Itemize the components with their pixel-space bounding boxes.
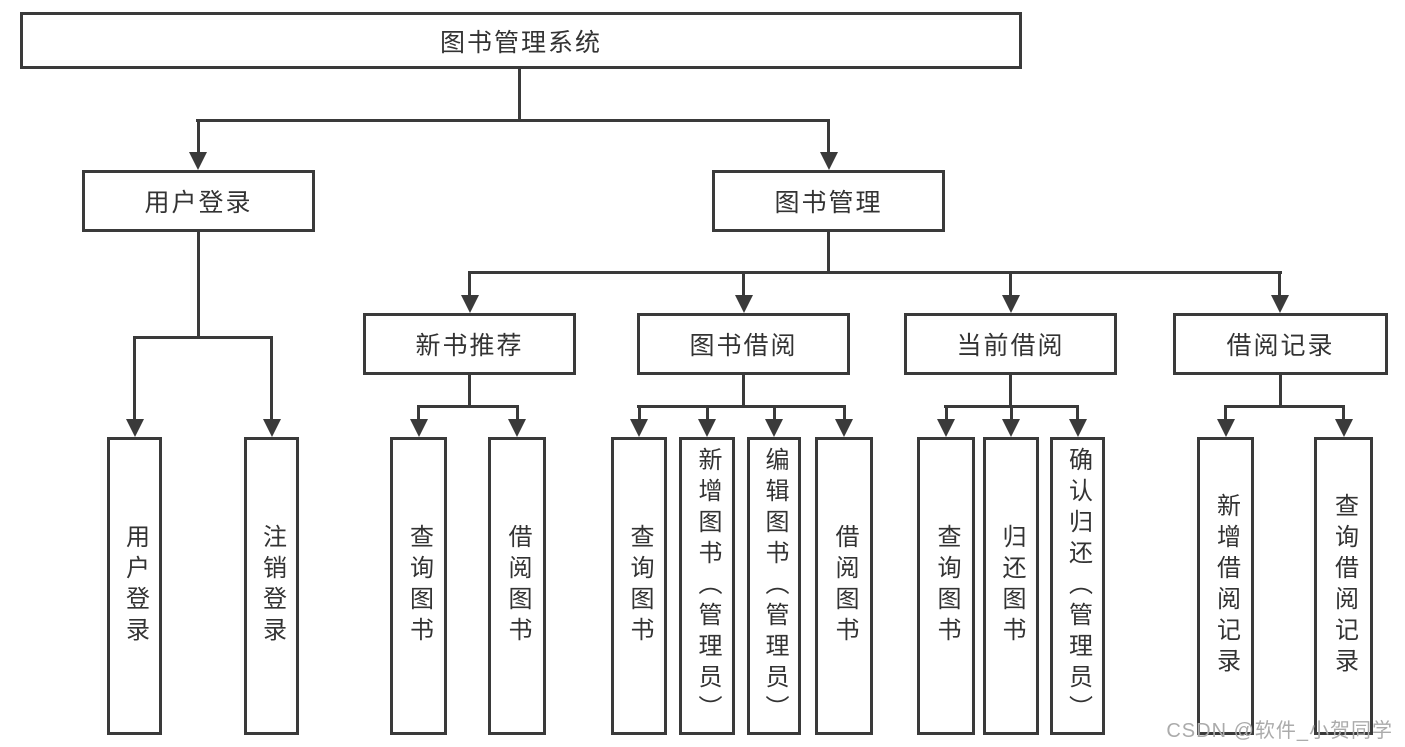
connector [1009, 375, 1012, 408]
connector [197, 232, 200, 339]
arrow-down-icon [835, 419, 853, 437]
connector [417, 405, 420, 421]
leaf-query-borrow-record: 查询借阅记录 [1314, 437, 1373, 735]
connector [518, 69, 521, 121]
arrow-down-icon [461, 295, 479, 313]
connector [516, 405, 519, 421]
node-book-borrow: 图书借阅 [637, 313, 850, 375]
leaf-user-login: 用户登录 [107, 437, 162, 735]
connector [843, 405, 846, 421]
connector [197, 120, 200, 154]
connector [468, 375, 471, 408]
connector [133, 336, 273, 339]
leaf-borrow-books-borrow: 借阅图书 [815, 437, 873, 735]
connector [827, 120, 830, 154]
arrow-down-icon [508, 419, 526, 437]
arrow-down-icon [1271, 295, 1289, 313]
node-book-management: 图书管理 [712, 170, 945, 232]
leaf-query-books-recommend: 查询图书 [390, 437, 447, 735]
leaf-add-borrow-record: 新增借阅记录 [1197, 437, 1254, 735]
arrow-down-icon [820, 152, 838, 170]
arrow-down-icon [1002, 295, 1020, 313]
leaf-logout: 注销登录 [244, 437, 299, 735]
leaf-borrow-books-recommend: 借阅图书 [488, 437, 546, 735]
watermark: CSDN @软件_小贺同学 [1166, 720, 1393, 742]
connector [706, 405, 709, 421]
arrow-down-icon [410, 419, 428, 437]
connector [270, 337, 273, 421]
arrow-down-icon [126, 419, 144, 437]
node-user-login: 用户登录 [82, 170, 315, 232]
connector [1009, 272, 1012, 296]
connector [638, 405, 641, 421]
leaf-add-book-admin: 新增图书（管理员） [679, 437, 735, 735]
connector [742, 375, 745, 408]
connector [827, 232, 830, 274]
arrow-down-icon [630, 419, 648, 437]
arrow-down-icon [189, 152, 207, 170]
leaf-return-book: 归还图书 [983, 437, 1039, 735]
arrow-down-icon [263, 419, 281, 437]
arrow-down-icon [1217, 419, 1235, 437]
connector [468, 272, 471, 296]
connector [773, 405, 776, 421]
arrow-down-icon [735, 295, 753, 313]
connector [1224, 405, 1345, 408]
node-borrow-records: 借阅记录 [1173, 313, 1388, 375]
leaf-confirm-return-admin: 确认归还（管理员） [1050, 437, 1105, 735]
connector [133, 337, 136, 421]
connector [945, 405, 948, 421]
arrow-down-icon [765, 419, 783, 437]
node-current-borrow: 当前借阅 [904, 313, 1117, 375]
connector [1010, 405, 1013, 421]
arrow-down-icon [1335, 419, 1353, 437]
leaf-query-books-current: 查询图书 [917, 437, 975, 735]
leaf-query-books-borrow: 查询图书 [611, 437, 667, 735]
node-new-book-recommend: 新书推荐 [363, 313, 576, 375]
connector [196, 119, 830, 122]
connector [1076, 405, 1079, 421]
arrow-down-icon [1002, 419, 1020, 437]
connector [1278, 272, 1281, 296]
connector [417, 405, 519, 408]
node-root-library-system: 图书管理系统 [20, 12, 1022, 69]
arrow-down-icon [937, 419, 955, 437]
connector [468, 271, 1282, 274]
arrow-down-icon [1069, 419, 1087, 437]
connector [1342, 405, 1345, 421]
connector [637, 405, 846, 408]
connector [742, 272, 745, 296]
arrow-down-icon [698, 419, 716, 437]
connector [1279, 375, 1282, 408]
connector [1224, 405, 1227, 421]
leaf-edit-book-admin: 编辑图书（管理员） [747, 437, 801, 735]
